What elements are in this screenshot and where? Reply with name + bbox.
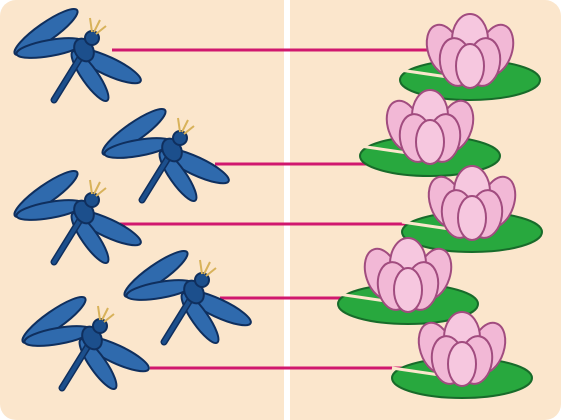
center-divider: [284, 0, 290, 420]
